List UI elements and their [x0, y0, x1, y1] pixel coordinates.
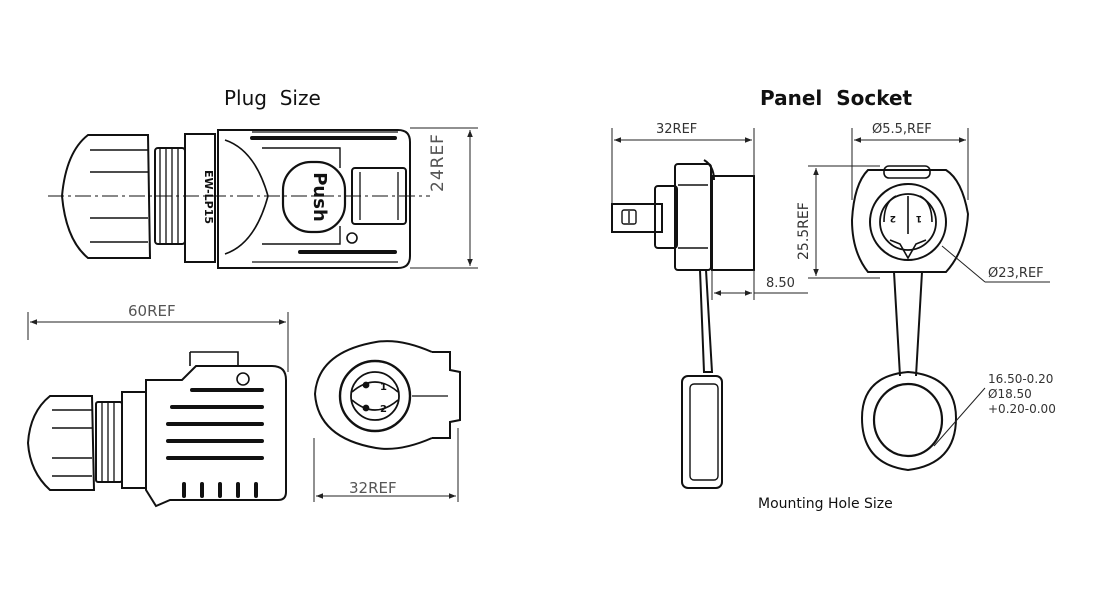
socket-depth-label: 32REF — [656, 122, 698, 137]
socket-small-diameter-label: Ø5.5,REF — [872, 122, 932, 137]
plug-push-label: Push — [309, 172, 330, 222]
plug-body-label: EW-LP15 — [202, 170, 215, 224]
plug-side-view — [48, 129, 430, 269]
socket-front-view — [850, 165, 970, 472]
socket-offset-dimension — [711, 270, 808, 300]
plug-height-label: 24REF — [428, 133, 448, 192]
socket-depth-dimension — [611, 128, 755, 204]
plug-front-view — [313, 340, 461, 450]
plug-front-width-label: 32REF — [349, 479, 397, 497]
socket-offset-label: 8.50 — [766, 276, 795, 291]
plug-front-dimension — [313, 428, 459, 502]
socket-small-diameter-dimension — [851, 128, 969, 200]
plug-length-label: 60REF — [128, 302, 176, 320]
socket-pin-2: 2 — [890, 213, 896, 223]
mounting-hole-caption: Mounting Hole Size — [758, 496, 893, 512]
plug-top-view — [26, 351, 287, 508]
socket-side-view — [611, 159, 755, 489]
panel-socket-title: Panel Socket — [760, 86, 913, 110]
plug-height-dimension — [410, 127, 478, 269]
socket-large-diameter-leader — [941, 245, 986, 283]
socket-height-dimension — [808, 165, 880, 279]
mounting-hole-dimension-line-1: 16.50-0.20 — [988, 372, 1054, 386]
socket-drawing-area — [600, 85, 1100, 515]
plug-pin-1: 1 — [380, 382, 387, 393]
socket-height-label: 25.5REF — [796, 202, 812, 260]
socket-large-diameter-label: Ø23,REF — [988, 266, 1044, 281]
plug-pin-2: 2 — [380, 404, 387, 415]
mounting-hole-dimension-line-2: Ø18.50 — [988, 387, 1032, 401]
plug-length-dimension — [27, 312, 289, 372]
plug-size-title: Plug Size — [224, 86, 321, 110]
mounting-hole-leader — [933, 387, 986, 447]
mounting-hole-dimension-line-3: +0.20-0.00 — [988, 402, 1056, 416]
socket-pin-1: 1 — [916, 213, 922, 223]
